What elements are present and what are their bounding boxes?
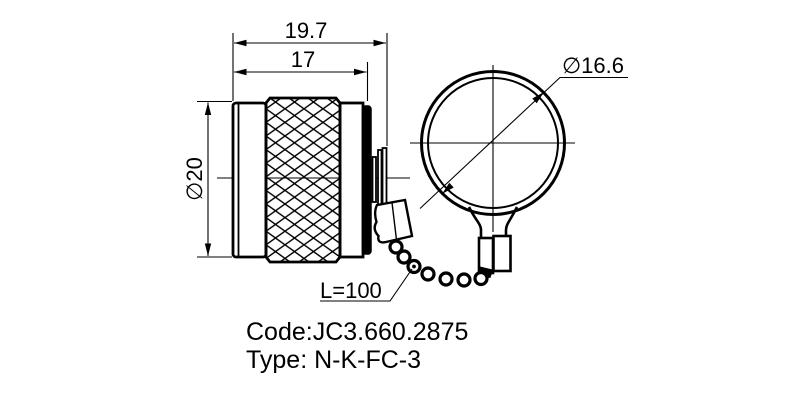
clip-bar-outer: [381, 147, 388, 210]
ring-outer-circle: [420, 70, 566, 216]
dimension-value-19-7: 19.7: [285, 18, 328, 43]
chain-bead: [456, 272, 472, 288]
clip-bar-inner: [371, 156, 377, 203]
dimension-value-d20: ∅20: [182, 157, 207, 201]
dimension-value-d16-6: ∅16.6: [562, 53, 624, 78]
clip-bar-middle: [377, 149, 383, 207]
dimension-body-diameter: ∅20: [182, 100, 232, 258]
chain-bead: [473, 270, 489, 287]
dimension-arrowhead: [532, 92, 544, 104]
dimension-ring-diameter: ∅16.6: [419, 53, 628, 209]
ring-stem-left: [467, 206, 483, 238]
cap-end-bar: [361, 105, 372, 255]
chain-bead: [420, 266, 436, 282]
ball-chain: [388, 239, 489, 288]
ring-stem-right: [504, 206, 519, 238]
ring-inner-circle: [427, 77, 559, 209]
dimension-arrowhead: [442, 182, 454, 194]
cap-right-section: [338, 101, 365, 259]
cap-front-view: [217, 96, 414, 264]
leader-line: [419, 76, 628, 209]
leader-dot: [412, 264, 416, 269]
leader-line: [320, 268, 413, 302]
clip-body: [373, 198, 414, 244]
chain-bead: [396, 249, 412, 265]
cap-knurled-section: [264, 96, 342, 264]
dimension-body-length: 17: [234, 47, 369, 101]
chain-bead: [438, 271, 454, 287]
clip-fold-line: [391, 202, 398, 241]
chain-bead: [388, 239, 404, 255]
dimension-overall-length: 19.7: [232, 18, 388, 146]
dimension-chain-length: L=100: [320, 268, 413, 303]
crimp-sleeve-right: [492, 234, 512, 273]
ring-side-view: [410, 65, 575, 279]
dimension-value-17: 17: [291, 47, 315, 72]
dimension-value-l100: L=100: [320, 278, 382, 303]
code-label: Code:JC3.660.2875: [246, 318, 468, 346]
title-block: Code:JC3.660.2875 Type: N-K-FC-3: [246, 318, 468, 374]
type-label: Type: N-K-FC-3: [246, 346, 421, 374]
